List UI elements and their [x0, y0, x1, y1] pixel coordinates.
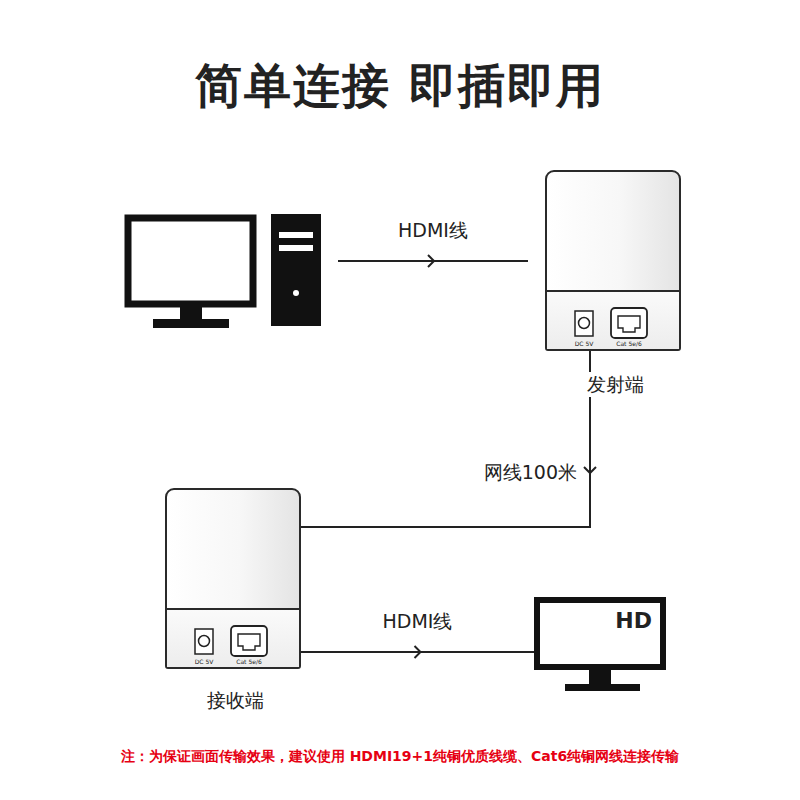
cable-connector: [301, 646, 534, 658]
flow-chevron: [584, 467, 596, 473]
rj45-port: [611, 308, 647, 338]
cable-line: [301, 651, 534, 653]
port-label: Cat 5e/6: [236, 658, 261, 665]
port-label: Cat 5e/6: [616, 340, 641, 347]
port-label: DC 5V: [575, 340, 594, 347]
device-heading: 发射端: [582, 372, 649, 397]
display-stand: [565, 669, 640, 691]
flow-chevron: [415, 646, 421, 658]
screen-badge: HD: [615, 608, 652, 634]
rj45-port: [231, 626, 267, 656]
port-drawing: [167, 490, 298, 666]
cable-label: HDMI线: [380, 610, 456, 633]
computer-tower: [271, 214, 321, 326]
page-title: 简单连接 即插即用: [0, 58, 800, 114]
cable-label: 网线100米: [481, 461, 580, 484]
computer-monitor: [128, 218, 253, 304]
dc-jack: [575, 311, 593, 336]
display-base: [565, 684, 640, 691]
footnote-caption: 注：为保证画面传输效果，建议使用 HDMI19+1纯铜优质线缆、Cat6纯铜网线…: [121, 748, 679, 765]
flow-chevron: [428, 255, 434, 267]
rj45-socket: [618, 316, 640, 332]
display-neck: [589, 669, 611, 685]
monitor-neck: [180, 307, 202, 321]
device-heading: 接收端: [202, 688, 269, 713]
port-drawing: [547, 172, 678, 348]
dc-jack-hole: [199, 636, 210, 647]
power-led: [293, 290, 299, 296]
extender-unit: DC 5VCat 5e/6接收端: [165, 488, 301, 669]
dc-jack-hole: [579, 318, 590, 329]
cable-label: HDMI线: [398, 219, 468, 242]
hd-display: HD: [534, 597, 666, 670]
rj45-socket: [238, 634, 260, 650]
monitor-base: [153, 319, 229, 328]
dc-jack: [195, 629, 213, 654]
drive-bay: [279, 245, 313, 251]
cable-connector: [301, 351, 596, 527]
hdmi-cable-in: [338, 255, 528, 267]
computer-illustration: [128, 214, 321, 328]
port-label: DC 5V: [195, 658, 214, 665]
extender-unit: DC 5VCat 5e/6发射端: [545, 170, 681, 351]
drive-bay: [279, 232, 313, 238]
cable-line: [301, 351, 590, 527]
